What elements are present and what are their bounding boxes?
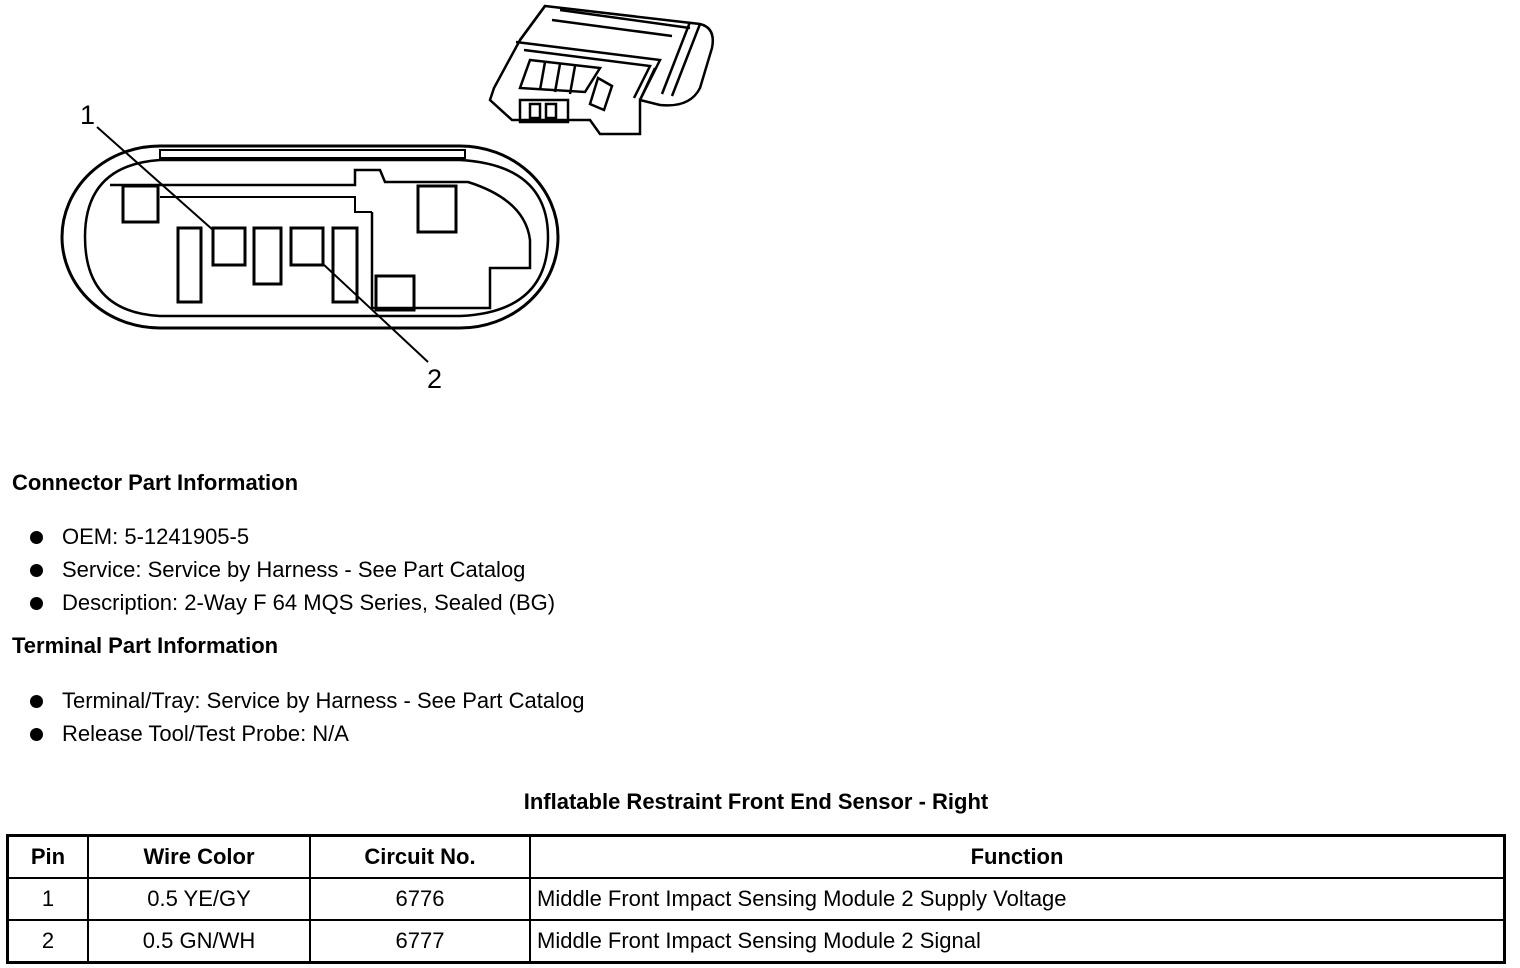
key-slot-1 — [176, 226, 203, 304]
pinout-table-title: Inflatable Restraint Front End Sensor - … — [523, 789, 989, 814]
cell-pin: 1 — [6, 877, 89, 921]
bullet-icon — [30, 728, 43, 741]
column-header-function: Function — [529, 834, 1506, 879]
table-header-row: Pin Wire Color Circuit No. Function — [6, 834, 1506, 879]
key-block-left — [121, 184, 160, 224]
bullet-icon — [30, 531, 43, 544]
bullet-icon — [30, 695, 43, 708]
bullet-icon — [30, 597, 43, 610]
terminal-cavity-1 — [211, 226, 247, 267]
connector-part-info-heading: Connector Part Information — [12, 470, 299, 495]
list-item-text: Release Tool/Test Probe: N/A — [62, 721, 349, 746]
callout-number-2: 2 — [427, 364, 443, 394]
connector-top-rib — [159, 149, 466, 159]
cell-circuit-no: 6777 — [309, 919, 531, 964]
cell-wire-color: 0.5 GN/WH — [87, 919, 311, 964]
key-slot-2 — [252, 226, 283, 286]
cell-circuit-no: 6776 — [309, 877, 531, 921]
list-item: Release Tool/Test Probe: N/A — [28, 717, 585, 750]
cell-pin: 2 — [6, 919, 89, 964]
key-block-bottom — [374, 274, 416, 312]
connector-outer-shell — [60, 144, 560, 330]
list-item-text: Terminal/Tray: Service by Harness - See … — [62, 688, 585, 713]
column-header-circuit-no: Circuit No. — [309, 834, 531, 879]
terminal-part-info-heading: Terminal Part Information — [12, 633, 279, 658]
list-item: Service: Service by Harness - See Part C… — [28, 553, 555, 586]
key-block-right — [416, 184, 458, 234]
key-slot-3 — [331, 226, 359, 304]
connector-inner-cavity — [83, 158, 550, 318]
connector-face-diagram — [60, 4, 714, 363]
cell-function: Middle Front Impact Sensing Module 2 Sig… — [529, 919, 1506, 964]
cell-function: Middle Front Impact Sensing Module 2 Sup… — [529, 877, 1506, 921]
callout-2-leader — [322, 263, 429, 363]
table-row: 1 0.5 YE/GY 6776 Middle Front Impact Sen… — [6, 877, 1506, 921]
list-item-text: Service: Service by Harness - See Part C… — [62, 557, 526, 582]
connector-part-info-list: OEM: 5-1241905-5 Service: Service by Har… — [28, 520, 555, 619]
column-header-pin: Pin — [6, 834, 89, 879]
connector-isometric-view — [488, 4, 714, 136]
list-item: OEM: 5-1241905-5 — [28, 520, 555, 553]
list-item-text: Description: 2-Way F 64 MQS Series, Seal… — [62, 590, 556, 615]
list-item: Terminal/Tray: Service by Harness - See … — [28, 684, 585, 717]
table-row: 2 0.5 GN/WH 6777 Middle Front Impact Sen… — [6, 919, 1506, 964]
callout-number-1: 1 — [80, 100, 96, 130]
cell-wire-color: 0.5 YE/GY — [87, 877, 311, 921]
column-header-wire-color: Wire Color — [87, 834, 311, 879]
list-item: Description: 2-Way F 64 MQS Series, Seal… — [28, 586, 555, 619]
terminal-cavity-2 — [289, 226, 325, 267]
terminal-part-info-list: Terminal/Tray: Service by Harness - See … — [28, 684, 585, 750]
pinout-table: Pin Wire Color Circuit No. Function 1 0.… — [6, 834, 1506, 964]
list-item-text: OEM: 5-1241905-5 — [62, 524, 250, 549]
bullet-icon — [30, 564, 43, 577]
connector-keying-profile — [110, 168, 532, 310]
callout-1-leader — [96, 126, 214, 231]
